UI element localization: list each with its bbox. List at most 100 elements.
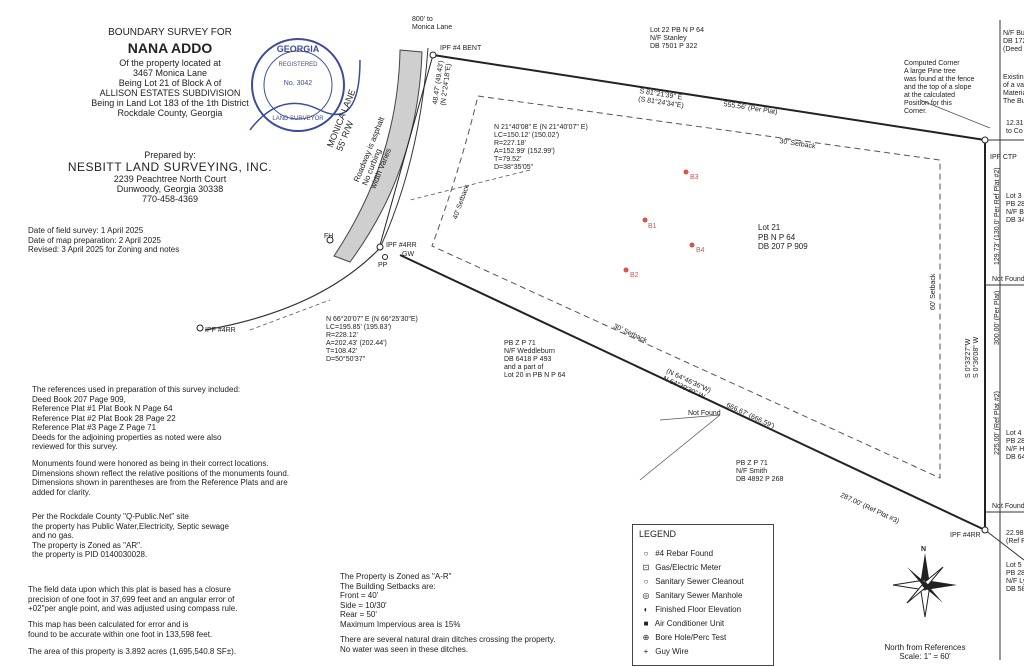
ref-line: reviewed for this survey. [32,442,118,451]
company-phone: 770-458-4369 [141,194,199,204]
boring-b1 [642,217,648,223]
corner-line: was found at the fence [904,76,975,83]
utility-line: the property has Public Water,Electricit… [32,521,229,531]
curve1-line: T=79.52' [494,156,522,163]
legend-item: ⊡ Gas/Electric Meter [639,563,721,572]
right-edge-lot5: Lot 5 PB 28 N/F Ly DB 58 [1006,562,1024,594]
client-name: NANA ADDO [127,40,213,56]
boring-b3 [683,169,689,175]
rebar-icon: ○ [643,549,649,558]
utility-line: and no gas. [32,531,74,540]
lot21-line: DB 207 P 909 [758,242,808,251]
corner-line: A large Pine tree [904,68,956,75]
curve1-data: N 21°40'08" E (N 21°40'07" E) LC=150.12'… [494,124,588,172]
guy-wire-icon: + [643,647,649,656]
fh-label: FH [324,233,334,240]
north-letter: N [921,546,927,553]
curve1-line: D=38°35'05" [494,164,534,171]
surveyor-seal [249,38,361,132]
edge-line: Lot 4 [1006,430,1022,437]
curve1-line: LC=150.12' (150.02') [494,132,560,139]
weddleburn-line: Lot 20 in PB N P 64 [504,372,566,379]
closure-line: The field data upon which this plat is b… [28,585,231,594]
legend-item: ⊕ Bore Hole/Perc Test [639,633,727,642]
ac-unit-icon: ■ [643,619,649,628]
meter-icon: ⊡ [642,563,650,572]
ipf-bent-label: IPF #4 BENT [440,45,482,52]
impervious-note: Maximum Impervious area is 15% [340,619,461,629]
edge-line: DB 34 [1006,217,1024,224]
edge-line: The Bu [1003,98,1024,105]
corner-line: Computed Corner [904,60,960,67]
legend-title: LEGEND [639,529,677,539]
legend-label: Gas/Electric Meter [655,563,722,572]
south-boundary [399,254,986,531]
manhole-icon: ◎ [642,591,650,600]
weddleburn-line: DB 6418 P 493 [504,356,552,363]
lot21-line: Lot 21 [758,223,781,232]
ipf-4rr-w-label: IPF #4RR [205,327,236,334]
company-street: 2239 Peachtree North Court [113,174,227,184]
curve1-line: A=152.99' (152.99') [494,148,555,155]
legend-label: #4 Rebar Found [655,549,714,558]
dates-block: Date of field survey: 1 April 2025 Date … [28,226,179,255]
utility-line: The property is Zoned as "AR". [32,540,143,550]
corner-line: Position for this [904,100,952,107]
ipf-4rr-monument [376,243,384,251]
floor-elevation-icon: ◐ [643,605,649,614]
north-reference: North from References Scale: 1" = 60' [870,643,980,661]
seal-bottom-text: LAND SURVEYOR [272,116,324,122]
ref-line: Reference Plat #2 Plat Book 28 Page 22 [32,413,176,423]
zoning-line: The Building Setbacks are: [340,581,436,591]
smith-line: N/F Smith [736,468,768,475]
utility-line: Per the Rockdale County "Q-Public.Net" s… [32,512,189,521]
corner-line: at the calculated [904,92,955,99]
surveyor-block: Prepared by: NESBITT LAND SURVEYING, INC… [60,150,280,204]
closure-line: precision of one foot in 37,699 feet and… [28,594,235,604]
not-found-label-a: Not Found [688,410,721,417]
front-line [379,47,429,249]
legend-label: Guy Wire [655,647,689,656]
date-revised: Revised: 3 April 2025 for Zoning and not… [28,245,180,254]
boring-b2 [623,267,629,273]
right-edge-lot3: Lot 3 PB 28 N/F B DB 34 [1006,193,1024,225]
zoning-line: The Property is Zoned as "A-R" [340,572,452,581]
boring-b4 [689,242,695,248]
county: Rockdale County, Georgia [117,108,223,118]
utilities-notes: Per the Rockdale County "Q-Public.Net" s… [32,512,229,560]
map-scale: Scale: 1" = 60' [899,652,951,661]
legend-item: ◐ Finished Floor Elevation [639,605,741,614]
lot22-line: Lot 22 PB N P 64 [650,27,704,34]
company-city: Dunwoody, Georgia 30338 [116,184,224,194]
edge-line: DB 172 [1003,38,1024,45]
legend-item: ◎ Sanitary Sewer Manhole [639,591,743,600]
legend-label: Sanitary Sewer Manhole [655,591,743,600]
property-address: 3467 Monica Lane [132,68,208,78]
curve2-line: N 66°20'07" E (N 66°25'30"E) [326,316,418,323]
not-found-label-c: Not Found [992,503,1024,510]
ipf-4rr-se-label: IPF #4RR [950,532,981,539]
east-bearing: S 0°33'27"W [965,338,972,378]
accuracy-line: This map has been calculated for error a… [28,620,189,629]
lot22-line: DB 7501 P 322 [650,43,698,50]
boring-b3-label: B3 [690,174,699,181]
edge-line: PB 28 [1006,438,1024,445]
edge-line: Lot 5 [1006,562,1022,569]
legend-item: ○ Sanitary Sewer Cleanout [639,577,744,586]
to-monica-line2: Monica Lane [412,24,453,31]
ref-line: Reference Plat #1 Plat Book N Page 64 [32,404,173,413]
power-pole [382,254,388,260]
monument-line: added for clarity. [32,487,91,497]
legend-item: ○ #4 Rebar Found [639,549,713,558]
fire-hydrant [326,236,334,244]
pp-label: PP [378,262,388,269]
edge-line: 22.98 [1006,530,1024,537]
monument-line: Dimensions shown reflect the relative po… [32,468,290,478]
west-boundary [379,54,434,246]
right-edge-lot4: Lot 4 PB 28 N/F Ho DB 64 [1006,430,1024,462]
road-curve [204,247,381,331]
closure-line: +02"per angle point, and was adjusted us… [28,604,238,613]
setback-side: Side = 10/30' [340,600,387,610]
subdivision-name: ALLISON ESTATES SUBDIVISION [99,88,241,98]
accuracy-line: found to be accurate within one foot in … [28,629,213,639]
